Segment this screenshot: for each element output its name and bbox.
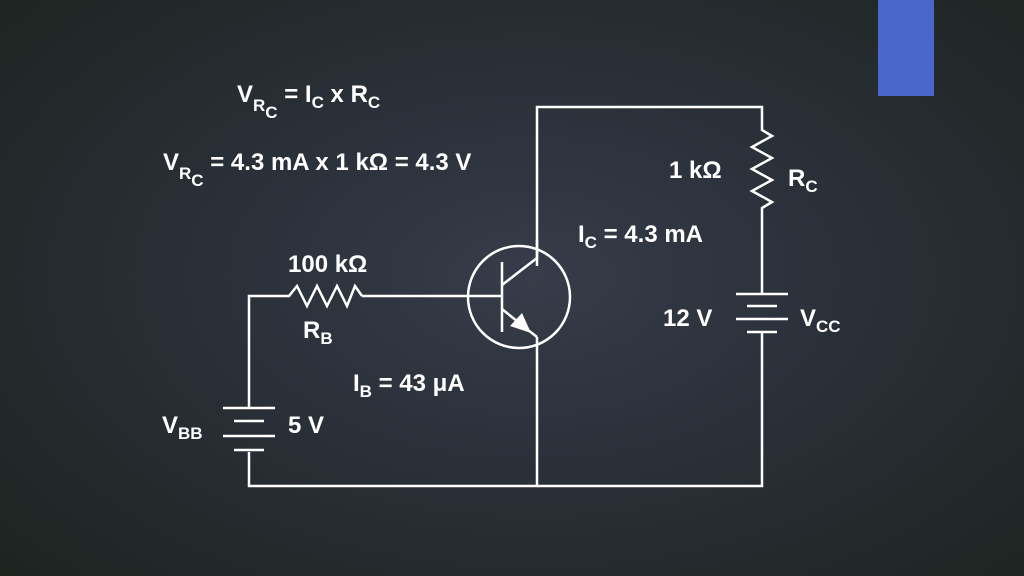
vbb-battery xyxy=(223,406,275,452)
ic-label: IC = 4.3 mA xyxy=(578,221,703,252)
rc-resistor xyxy=(749,112,775,212)
vbb-value-label: 5 V xyxy=(288,412,324,439)
rb-resistor xyxy=(285,283,364,310)
rb-value-label: 100 kΩ xyxy=(288,251,367,278)
formula-line-1: VRC = IC x RC xyxy=(237,81,380,122)
vcc-value-label: 12 V xyxy=(663,305,712,332)
rc-name-label: RC xyxy=(788,165,818,196)
accent-bar xyxy=(878,0,934,96)
formula-line-2: VRC = 4.3 mA x 1 kΩ = 4.3 V xyxy=(163,149,471,190)
npn-transistor xyxy=(466,240,572,350)
rb-name-label: RB xyxy=(303,317,333,348)
ib-label: IB = 43 μA xyxy=(353,370,465,401)
rc-value-label: 1 kΩ xyxy=(669,157,722,184)
vcc-battery xyxy=(736,292,788,334)
emitter-arrow-icon xyxy=(510,313,531,333)
vcc-name-label: VCC xyxy=(800,305,841,336)
circuit-wires xyxy=(247,105,764,488)
vbb-name-label: VBB xyxy=(162,412,203,443)
